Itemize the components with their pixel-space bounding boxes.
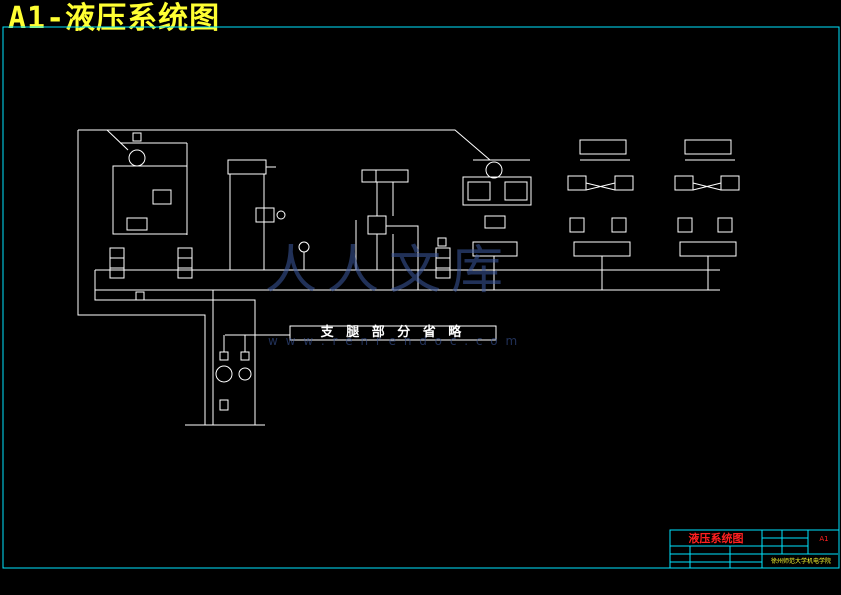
watermark: 人人文库 bbox=[265, 241, 514, 301]
note-label: 支 腿 部 分 省 略 bbox=[320, 325, 466, 340]
power-unit bbox=[215, 334, 290, 411]
cylinder-group-one bbox=[567, 139, 634, 290]
note-box bbox=[289, 325, 497, 341]
title-block bbox=[669, 529, 840, 569]
pressure-gauge bbox=[298, 241, 310, 270]
title-block-school: 徐州师范大学机电学院 bbox=[770, 558, 831, 565]
title-block-drawing-name: 液压系统图 bbox=[688, 532, 744, 545]
left-solenoid-valves bbox=[109, 247, 193, 301]
ya3-valve bbox=[435, 237, 451, 279]
cylinder-group-two bbox=[674, 139, 740, 290]
watermark-url: w w w . r e n r e n d o c . c o m bbox=[268, 334, 520, 348]
drawing-frame bbox=[2, 26, 840, 569]
left-pump-group bbox=[106, 129, 188, 235]
right-pump-group bbox=[462, 159, 532, 290]
cylinder-one bbox=[227, 159, 286, 270]
title-block-sheet-size: A1 bbox=[819, 535, 829, 543]
main-pipeline bbox=[77, 129, 720, 426]
drawing-title: A1-液压系统图 bbox=[8, 1, 221, 36]
middle-valve-group bbox=[355, 169, 419, 290]
